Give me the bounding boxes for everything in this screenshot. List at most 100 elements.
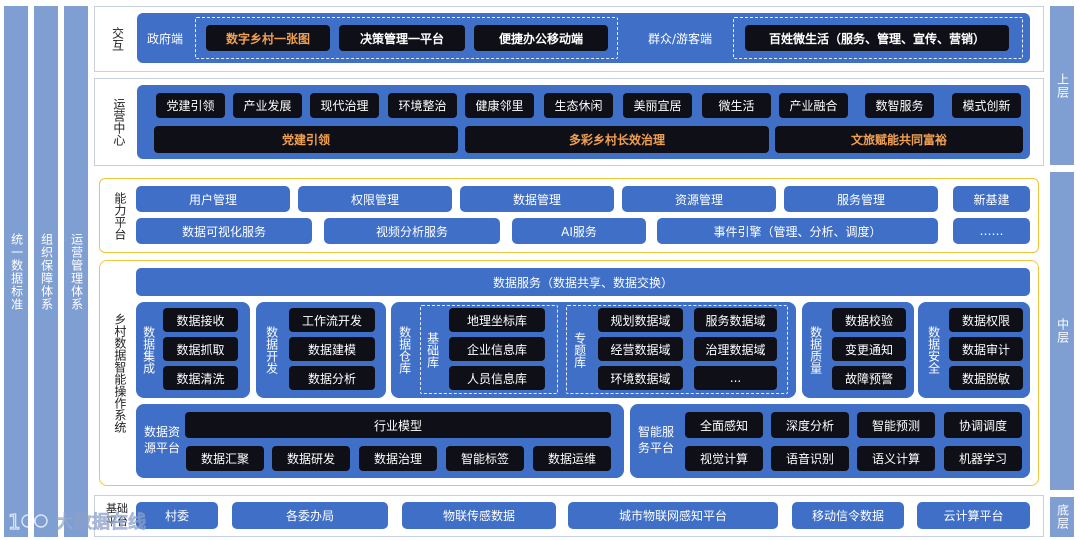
cap-new-infra[interactable]: 新基建	[953, 186, 1030, 212]
operations-label: 运营中心	[111, 98, 126, 146]
smart-item[interactable]: 语义计算	[857, 446, 935, 471]
resource-platform-label: 数据资源平台	[143, 425, 180, 455]
resource-item[interactable]: 数据运维	[533, 446, 611, 471]
topic-lib-item[interactable]: 服务数据域	[694, 308, 777, 332]
topic-lib-item[interactable]: 规划数据域	[598, 308, 683, 332]
base-lib-item[interactable]: 地理坐标库	[449, 308, 545, 332]
layer-label-middle: 中层	[1050, 172, 1074, 490]
cap-user-mgmt[interactable]: 用户管理	[136, 186, 290, 212]
smart-platform-label: 智能服务平台	[637, 425, 674, 455]
base-item-iot-platform[interactable]: 城市物联网感知平台	[568, 502, 778, 529]
cap-data-mgmt[interactable]: 数据管理	[460, 186, 614, 212]
resource-item[interactable]: 数据治理	[359, 446, 437, 471]
base-lib-item[interactable]: 人员信息库	[449, 366, 545, 390]
ops-item[interactable]: 生态休闲	[544, 93, 613, 118]
public-item-life[interactable]: 百姓微生活（服务、管理、宣传、营销）	[745, 25, 1009, 51]
layer-label-bottom: 底层	[1050, 497, 1074, 537]
os-label: 乡村数据智能操作系统	[112, 313, 127, 433]
watermark-text: 大数据在线	[56, 512, 147, 534]
layer-label-upper: 上层	[1050, 6, 1074, 165]
smart-item[interactable]: 语音识别	[771, 446, 849, 471]
side-label-data-standard: 统一数据标准	[4, 6, 28, 537]
base-item-bureaus[interactable]: 各委办局	[232, 502, 388, 529]
integration-item[interactable]: 数据抓取	[163, 337, 238, 361]
resource-item[interactable]: 智能标签	[446, 446, 524, 471]
gov-item-mobile[interactable]: 便捷办公移动端	[474, 25, 608, 51]
cap-more[interactable]: ……	[953, 218, 1030, 244]
smart-item[interactable]: 机器学习	[944, 446, 1022, 471]
cap-ai-service[interactable]: AI服务	[512, 218, 646, 244]
base-lib-label: 基础库	[425, 332, 440, 368]
smart-item[interactable]: 深度分析	[771, 412, 849, 438]
gov-dashed-group	[195, 17, 618, 59]
base-lib-item[interactable]: 企业信息库	[449, 337, 545, 361]
base-item-iot-data[interactable]: 物联传感数据	[402, 502, 556, 529]
security-item[interactable]: 数据审计	[949, 337, 1023, 361]
smart-item[interactable]: 智能预测	[857, 412, 935, 438]
ops-item[interactable]: 数智服务	[865, 93, 934, 118]
resource-item[interactable]: 数据汇聚	[186, 446, 264, 471]
topic-lib-item[interactable]: ...	[694, 366, 777, 390]
security-item[interactable]: 数据权限	[949, 308, 1023, 332]
public-label: 群众/游客端	[647, 31, 713, 46]
watermark-logo-icon: 1	[8, 509, 48, 534]
development-item[interactable]: 数据分析	[289, 366, 375, 390]
ops-item[interactable]: 健康邻里	[465, 93, 534, 118]
smart-item[interactable]: 视觉计算	[685, 446, 763, 471]
ops-item[interactable]: 党建引领	[156, 93, 225, 118]
capability-label: 能力平台	[112, 192, 127, 240]
base-lib-group	[420, 305, 558, 394]
resource-item[interactable]: 数据研发	[272, 446, 350, 471]
security-item[interactable]: 数据脱敏	[949, 366, 1023, 390]
gov-label: 政府端	[146, 31, 183, 46]
public-dashed-group	[733, 17, 1023, 59]
topic-lib-item[interactable]: 经营数据域	[598, 337, 683, 361]
cap-service-mgmt[interactable]: 服务管理	[784, 186, 938, 212]
quality-label: 数据质量	[808, 326, 823, 374]
gov-item-map[interactable]: 数字乡村一张图	[206, 25, 330, 51]
topic-lib-label: 专题库	[572, 332, 587, 368]
ops-pillar-tourism[interactable]: 文旅赋能共同富裕	[775, 126, 1023, 153]
smart-item[interactable]: 全面感知	[685, 412, 763, 438]
base-label: 基础平台	[106, 502, 128, 528]
development-item[interactable]: 数据建模	[289, 337, 375, 361]
ops-item[interactable]: 产业融合	[779, 93, 848, 118]
cap-visualization[interactable]: 数据可视化服务	[136, 218, 312, 244]
warehouse-label: 数据仓库	[397, 326, 412, 374]
cap-permission-mgmt[interactable]: 权限管理	[298, 186, 452, 212]
ops-item[interactable]: 美丽宜居	[623, 93, 692, 118]
integration-item[interactable]: 数据清洗	[163, 366, 238, 390]
quality-item[interactable]: 变更通知	[832, 337, 906, 361]
data-service-bar[interactable]: 数据服务（数据共享、数据交换）	[136, 268, 1030, 296]
interaction-label: 交互	[110, 27, 125, 51]
ops-item[interactable]: 微生活	[702, 93, 771, 118]
development-item[interactable]: 工作流开发	[289, 308, 375, 332]
integration-item[interactable]: 数据接收	[163, 308, 238, 332]
svg-text:1: 1	[8, 510, 21, 534]
smart-item[interactable]: 协调调度	[944, 412, 1022, 438]
industry-model-bar[interactable]: 行业模型	[185, 412, 611, 438]
side-label-org-guarantee: 组织保障体系	[34, 6, 58, 537]
gov-item-decision-platform[interactable]: 决策管理一平台	[339, 25, 465, 51]
topic-lib-item[interactable]: 环境数据域	[598, 366, 683, 390]
ops-item[interactable]: 模式创新	[952, 93, 1021, 118]
topic-lib-group	[566, 305, 788, 394]
base-item-mobile-signal[interactable]: 移动信令数据	[792, 502, 904, 529]
side-label-ops-management: 运营管理体系	[64, 6, 88, 537]
ops-pillar-party[interactable]: 党建引领	[154, 126, 458, 153]
quality-item[interactable]: 数据校验	[832, 308, 906, 332]
ops-item[interactable]: 产业发展	[233, 93, 302, 118]
integration-label: 数据集成	[141, 326, 156, 374]
base-item-village[interactable]: 村委	[136, 502, 218, 529]
base-item-cloud[interactable]: 云计算平台	[917, 502, 1030, 529]
ops-item[interactable]: 现代治理	[310, 93, 379, 118]
watermark: 1 大数据在线	[8, 506, 158, 536]
quality-item[interactable]: 故障预警	[832, 366, 906, 390]
topic-lib-item[interactable]: 治理数据域	[694, 337, 777, 361]
ops-item[interactable]: 环境整治	[388, 93, 457, 118]
cap-resource-mgmt[interactable]: 资源管理	[622, 186, 776, 212]
ops-pillar-governance[interactable]: 多彩乡村长效治理	[465, 126, 769, 153]
security-label: 数据安全	[926, 326, 941, 374]
cap-video-analysis[interactable]: 视频分析服务	[324, 218, 500, 244]
cap-event-engine[interactable]: 事件引擎（管理、分析、调度）	[657, 218, 938, 244]
